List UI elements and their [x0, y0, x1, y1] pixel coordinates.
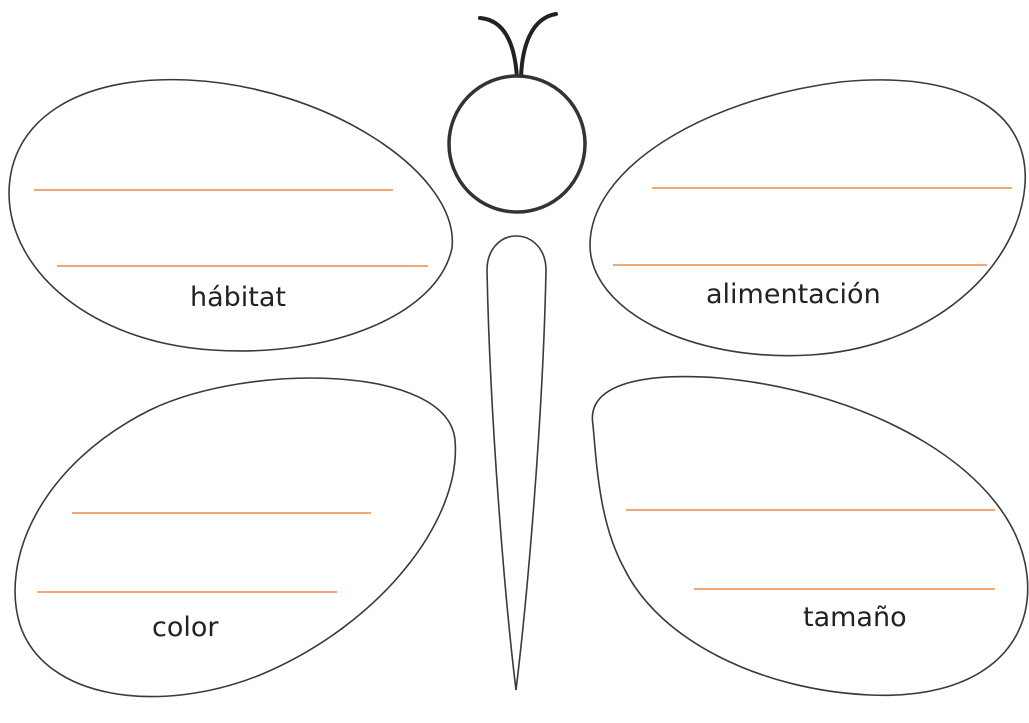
- wing-label-tamano: tamaño: [803, 604, 907, 631]
- wing-label-color: color: [152, 614, 219, 641]
- wing-bottom-left: [15, 378, 455, 697]
- left-antenna: [480, 18, 517, 78]
- head-circle: [449, 76, 585, 212]
- wing-top-right-outline: [590, 80, 1025, 356]
- wing-bottom-left-outline: [15, 378, 455, 697]
- wing-top-right: [590, 80, 1025, 356]
- wing-bottom-right: [592, 377, 1027, 696]
- body-abdomen: [487, 236, 546, 690]
- right-antenna: [521, 14, 556, 78]
- wing-label-alimentacion: alimentación: [706, 281, 881, 308]
- wing-label-habitat: hábitat: [190, 284, 286, 311]
- wing-bottom-right-outline: [592, 377, 1027, 696]
